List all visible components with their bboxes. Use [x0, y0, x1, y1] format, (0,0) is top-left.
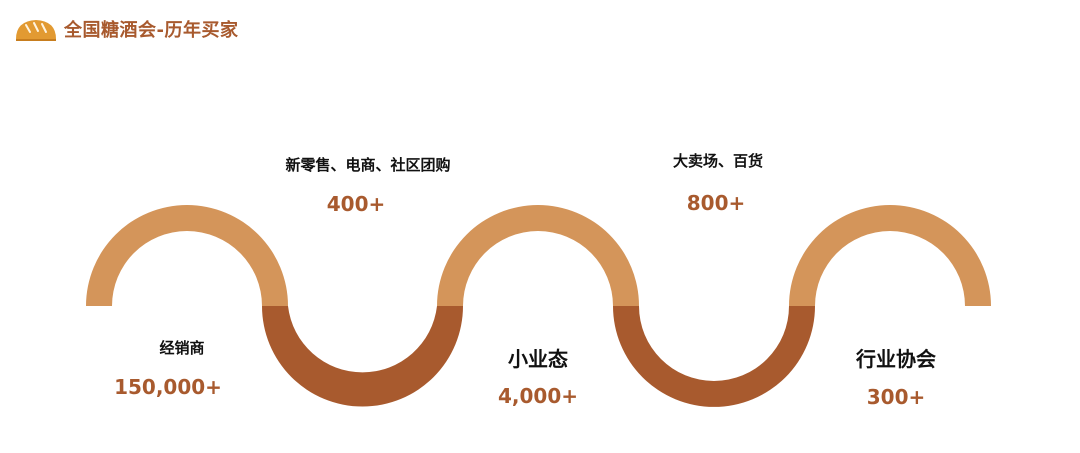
arch-bottom-2 — [613, 306, 815, 407]
segment-dealers: 经销商 — [159, 337, 204, 358]
segment-small-format-count: 4,000+ — [498, 384, 578, 408]
segment-dealers-count: 150,000+ — [114, 375, 222, 399]
segment-count: 4,000+ — [497, 384, 579, 408]
segment-association: 行业协会 — [856, 343, 936, 372]
segment-count: 150,000+ — [114, 375, 222, 399]
segment-hypermarket: 大卖场、百货 — [673, 150, 763, 171]
segment-new-retail: 新零售、电商、社区团购 — [285, 154, 450, 175]
segment-small-format: 小业态 — [508, 343, 568, 372]
segment-hypermarket-count: 800+ — [687, 191, 746, 215]
segment-label: 大卖场、百货 — [672, 152, 764, 170]
arch-top-3 — [789, 205, 991, 306]
segment-association-count: 300+ — [867, 385, 926, 409]
segment-count: 300+ — [866, 385, 926, 409]
header: 全国糖酒会-历年买家 — [14, 14, 238, 44]
segment-label: 新零售、电商、社区团购 — [285, 156, 451, 174]
segment-count: 400+ — [326, 192, 386, 216]
segment-label: 经销商 — [159, 339, 205, 357]
segment-new-retail-count: 400+ — [327, 192, 386, 216]
bread-icon — [16, 20, 56, 41]
arch-top-1 — [86, 205, 288, 306]
segment-count: 800+ — [686, 191, 746, 215]
arch-bottom-1b — [262, 306, 463, 407]
page-title: 全国糖酒会-历年买家 — [64, 20, 239, 41]
arch-top-2 — [437, 205, 639, 306]
segment-label: 行业协会 — [856, 347, 936, 371]
segment-label: 小业态 — [508, 347, 568, 371]
